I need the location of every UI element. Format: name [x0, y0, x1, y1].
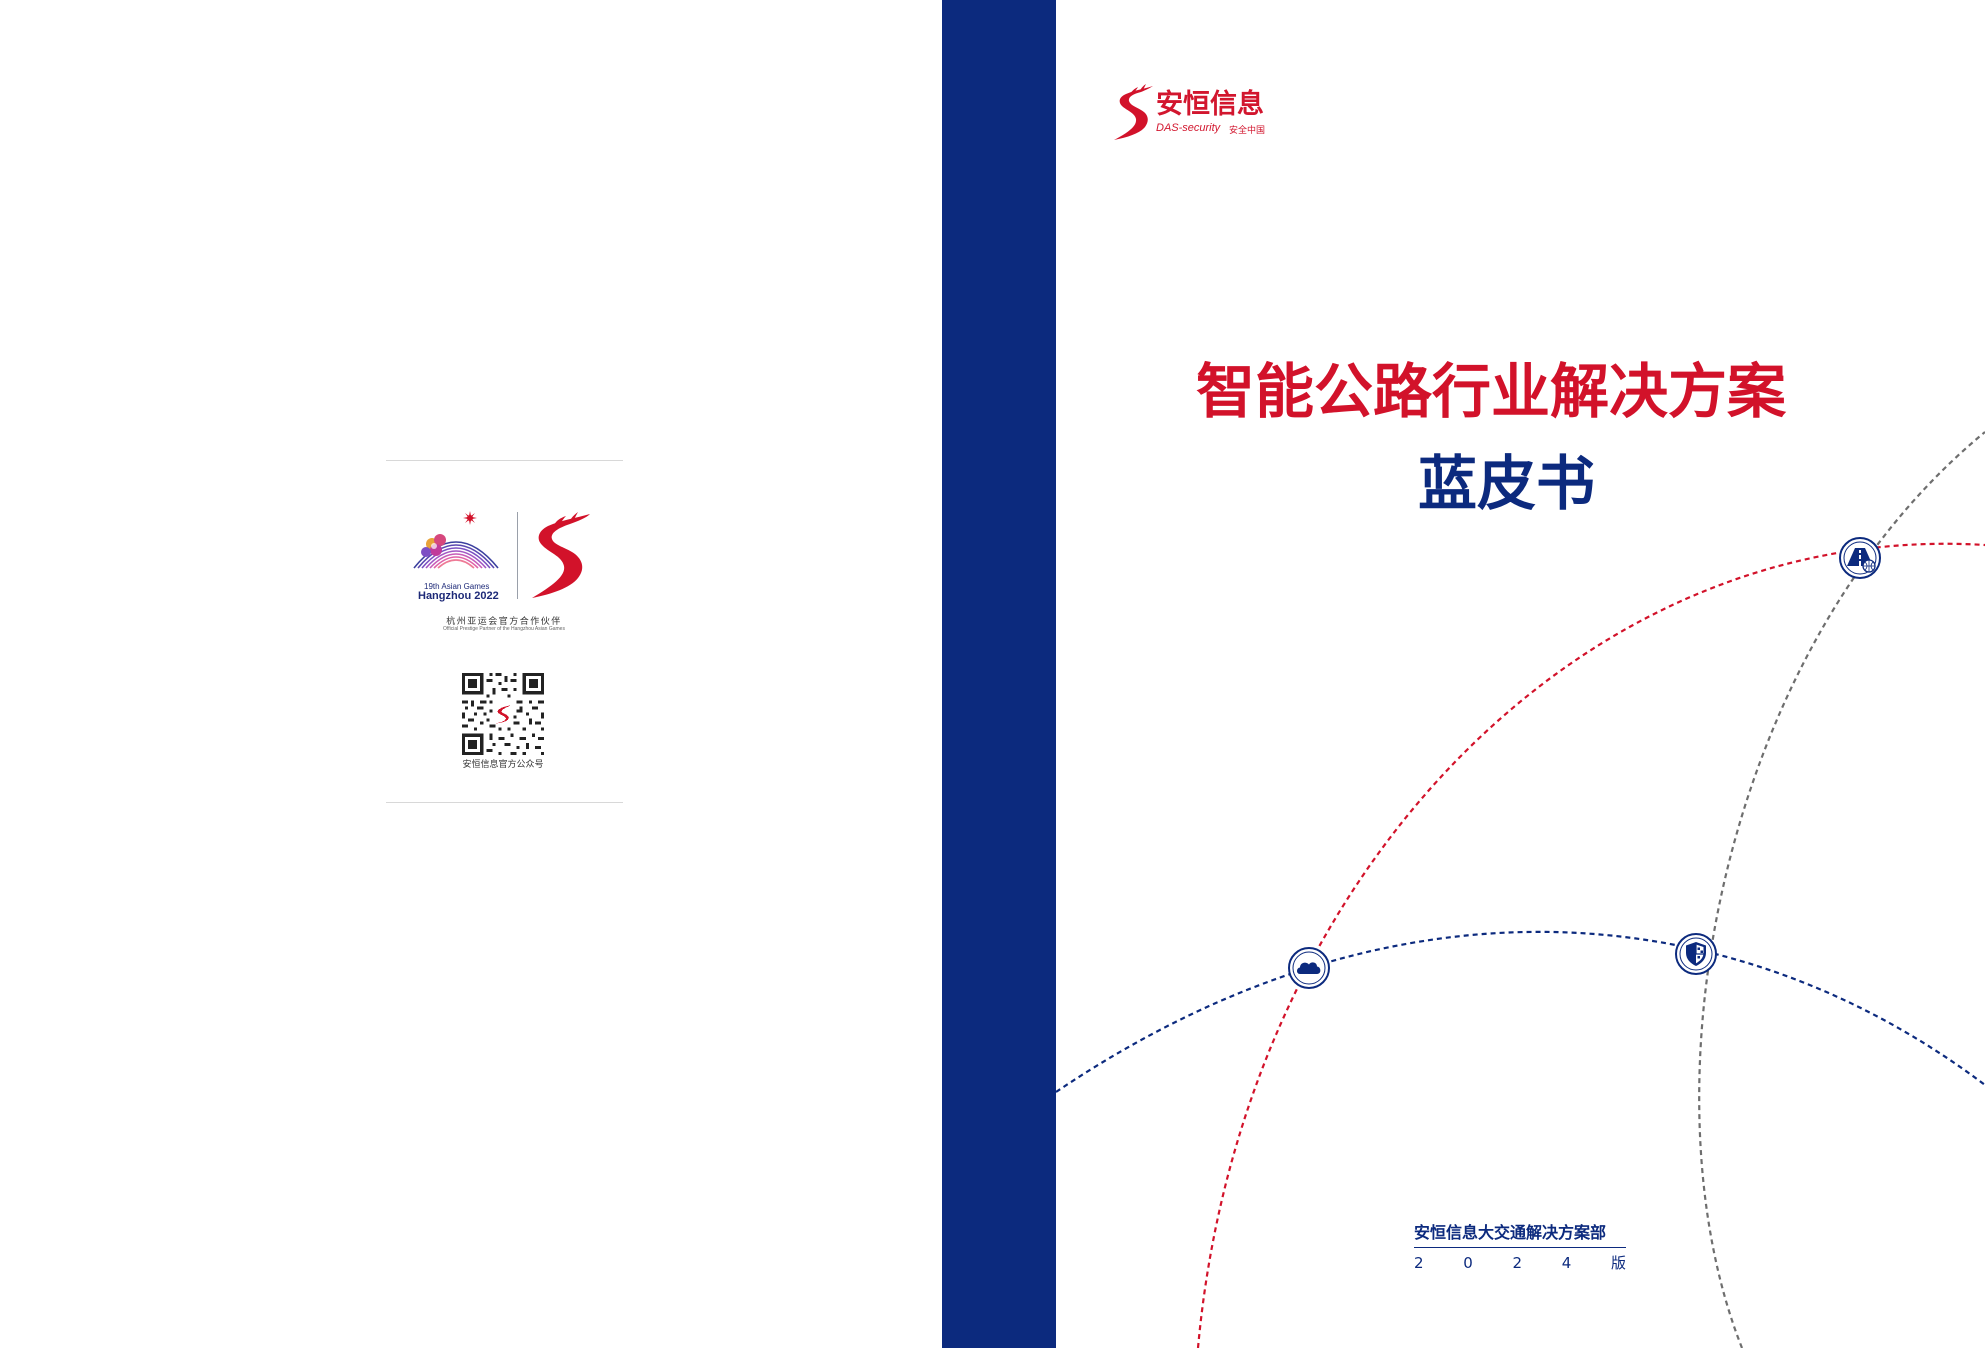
highway-icon: [1839, 537, 1881, 579]
asian-games-emblem-icon: [413, 511, 499, 569]
qr-caption: 安恒信息官方公众号: [462, 760, 544, 770]
asian-games-caption-line2: Hangzhou 2022: [418, 590, 499, 602]
cloud-icon: [1288, 947, 1330, 989]
edition-char: 2: [1512, 1254, 1523, 1272]
edition-char: 版: [1610, 1254, 1626, 1272]
shield-icon: [1675, 933, 1717, 975]
spine-band: [942, 0, 1056, 1348]
qr-code-icon: [459, 670, 547, 758]
blue-arc: [1055, 930, 1985, 1093]
red-arc: [1196, 542, 1985, 1348]
department-underline: [1414, 1247, 1626, 1248]
divider-bottom: [386, 802, 623, 803]
brand-logo: 安恒信息 DAS-security 安全中国: [1112, 82, 1272, 144]
partner-caption-en: Official Prestige Partner of the Hangzho…: [443, 626, 565, 632]
brand-name-en: DAS-security: [1156, 122, 1221, 134]
page-subtitle: 蓝皮书: [1418, 449, 1596, 518]
edition-char: 4: [1561, 1254, 1572, 1272]
brand-tagline: 安全中国: [1229, 126, 1266, 136]
divider-top: [386, 460, 623, 461]
gray-arc: [1698, 431, 1985, 1348]
logo-separator: [517, 512, 518, 599]
das-s-logo-icon: [1114, 84, 1153, 140]
page-title: 智能公路行业解决方案: [1196, 357, 1787, 426]
department-name: 安恒信息大交通解决方案部: [1414, 1223, 1607, 1242]
edition-char: 0: [1463, 1254, 1473, 1272]
asian-games-caption-line1: 19th Asian Games: [424, 582, 490, 591]
partner-caption-cn: 杭州亚运会官方合作伙伴: [446, 617, 562, 627]
edition-char: 2: [1414, 1254, 1424, 1272]
das-s-logo-icon: [532, 512, 590, 598]
edition-label: 2 0 2 4 版: [1414, 1253, 1626, 1273]
brand-name-cn: 安恒信息: [1156, 89, 1264, 120]
